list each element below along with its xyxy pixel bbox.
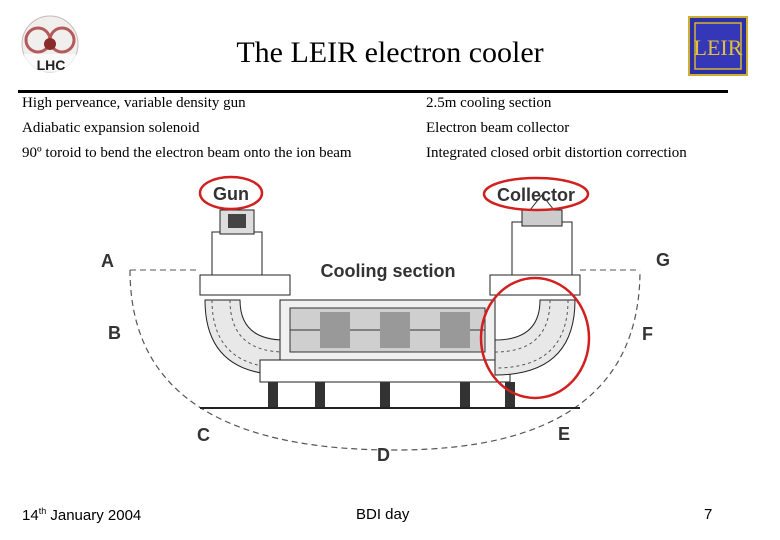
- label-a: A: [101, 251, 114, 271]
- envelope-arc: [129, 269, 641, 451]
- label-b: B: [108, 323, 121, 343]
- label-gun: Gun: [213, 184, 249, 204]
- collector-highlight: [482, 176, 590, 212]
- cooler-diagram: Gun Collector Cooling section A B C D E …: [101, 175, 670, 465]
- label-c: C: [197, 425, 210, 445]
- cooling-solenoid: [200, 299, 580, 409]
- label-cooling-section: Cooling section: [321, 261, 456, 281]
- label-f: F: [642, 324, 653, 344]
- bullet-right-3: Integrated closed orbit distortion corre…: [426, 145, 687, 161]
- bullet-right-2: Electron beam collector: [426, 120, 570, 136]
- footer-date-day: 14: [22, 507, 39, 524]
- bullet-right-1: 2.5m cooling section: [426, 95, 552, 111]
- label-d: D: [377, 445, 390, 465]
- page-number: 7: [704, 506, 713, 523]
- leir-logo-text: LEIR: [694, 35, 743, 60]
- slide-title: The LEIR electron cooler: [236, 36, 544, 69]
- lhc-logo: LHC: [21, 15, 79, 73]
- collector-assembly: [489, 194, 581, 296]
- leir-logo: LEIR: [688, 16, 748, 76]
- highlight-marks: [198, 175, 591, 400]
- footer-event: BDI day: [356, 506, 410, 523]
- footer-date-suffix: th: [38, 506, 47, 516]
- label-e: E: [558, 424, 570, 444]
- title-rule: [18, 90, 728, 93]
- bullet-left-1: High perveance, variable density gun: [22, 95, 246, 111]
- footer-date: 14th January 2004: [22, 506, 141, 524]
- collector-toroid: [494, 299, 576, 376]
- lhc-logo-text: LHC: [37, 57, 66, 73]
- label-g: G: [656, 250, 670, 270]
- gun-highlight: [198, 175, 264, 211]
- gun-assembly: [199, 209, 291, 296]
- label-collector: Collector: [497, 185, 575, 205]
- bullet-left-3: 90º toroid to bend the electron beam ont…: [22, 145, 352, 161]
- bullet-left-2: Adiabatic expansion solenoid: [22, 120, 200, 136]
- footer-date-rest: January 2004: [46, 507, 142, 524]
- collector-toroid-highlight: [479, 276, 591, 400]
